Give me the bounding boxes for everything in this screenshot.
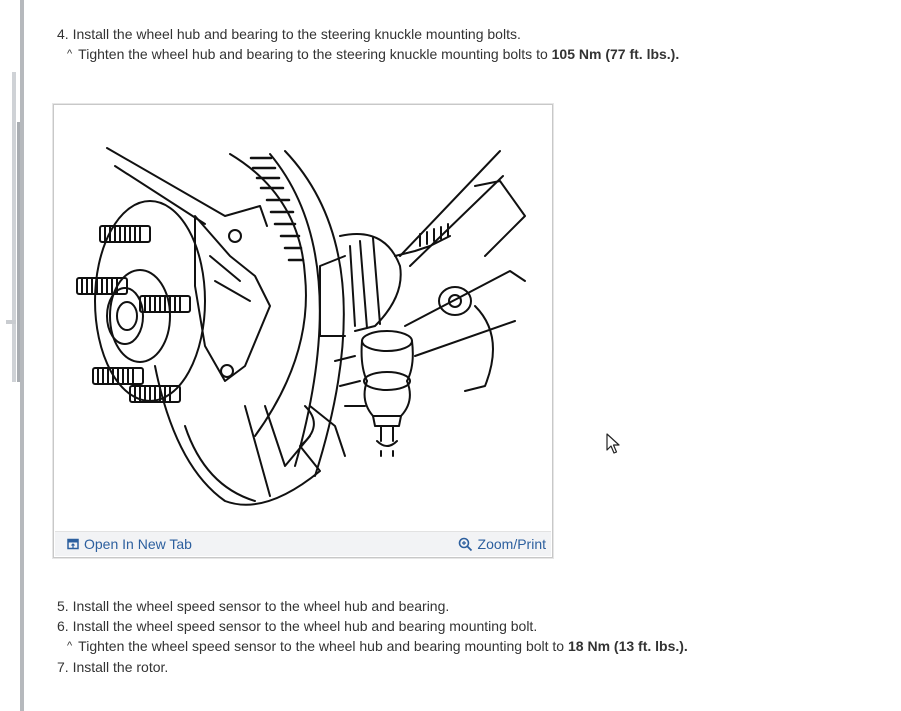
torque-value: 105 Nm (77 ft. lbs.). [551, 46, 680, 62]
gutter-notch [6, 320, 16, 324]
torque-value: 18 Nm (13 ft. lbs.). [568, 638, 688, 654]
torque-note-text: Tighten the wheel hub and bearing to the… [78, 46, 552, 62]
zoom-print-label: Zoom/Print [477, 536, 546, 552]
wheel-hub-bearing-illustration[interactable] [55, 106, 551, 530]
zoom-magnifier-icon [458, 537, 472, 551]
gutter-divider [20, 0, 24, 711]
left-gutter [0, 0, 22, 711]
figure-toolbar: Open In New Tab Zoom/Print [55, 531, 551, 556]
open-in-new-tab-link[interactable]: Open In New Tab [67, 536, 192, 552]
zoom-print-link[interactable]: Zoom/Print [458, 536, 546, 552]
figure-container: Open In New Tab Zoom/Print [53, 104, 553, 558]
caret-icon: ^ [67, 640, 73, 652]
step-5: 5. Install the wheel speed sensor to the… [57, 598, 450, 614]
gutter-scroll-edge [17, 122, 20, 382]
step-6: 6. Install the wheel speed sensor to the… [57, 618, 538, 634]
torque-note-text: Tighten the wheel speed sensor to the wh… [78, 638, 568, 654]
step-7: 7. Install the rotor. [57, 659, 169, 675]
caret-icon: ^ [67, 48, 73, 60]
step-4: 4. Install the wheel hub and bearing to … [57, 26, 521, 42]
open-in-new-tab-label: Open In New Tab [84, 536, 192, 552]
gutter-shadow [12, 72, 16, 382]
mouse-cursor-icon [606, 433, 620, 454]
step-4-torque-note: ^ Tighten the wheel hub and bearing to th… [67, 45, 679, 65]
open-in-new-tab-icon [67, 538, 79, 550]
step-6-torque-note: ^ Tighten the wheel speed sensor to the w… [67, 637, 688, 657]
